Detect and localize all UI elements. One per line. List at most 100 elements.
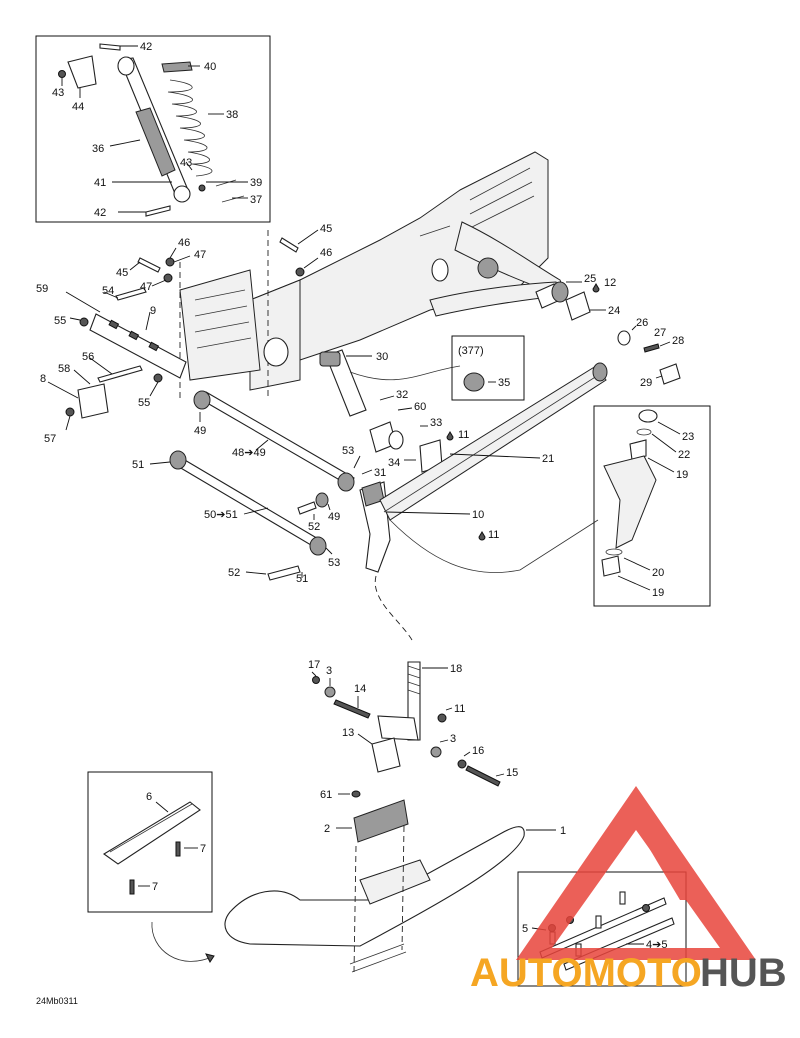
callout-19-top: 19 [676, 469, 688, 481]
ski-handle-6 [103, 801, 201, 865]
screw-7-upper [175, 841, 181, 857]
callout-54: 54 [102, 285, 114, 297]
callout-19-bottom: 19 [652, 587, 664, 599]
callout-15: 15 [506, 767, 518, 779]
bolt-42-top [99, 43, 121, 51]
callout-49-lower: 49 [328, 511, 340, 523]
callout-34: 34 [388, 457, 400, 469]
pin-37 [221, 195, 245, 203]
swing-arm-lower-line [389, 519, 599, 573]
watermark-text-automoto: AUTOMOTO [470, 951, 702, 995]
runner-nut-b [642, 904, 650, 912]
callout-53-lower: 53 [328, 557, 340, 569]
bolt-45-right [279, 237, 299, 253]
bolt-52-lower [267, 565, 301, 581]
figure-code: 24Mb0311 [36, 996, 78, 1006]
callout-46-right: 46 [320, 247, 332, 259]
shock-inset-box [35, 35, 271, 223]
nut-55-bottom [153, 373, 163, 383]
ski-1 [224, 826, 525, 947]
callout-47-b: 47 [140, 281, 152, 293]
callout-43-lower: 43 [180, 157, 192, 169]
callout-3-lower: 3 [450, 733, 456, 745]
shock-absorber-group [58, 43, 245, 217]
inset-arrow [151, 921, 215, 962]
callout-22: 22 [678, 449, 690, 461]
nut-55-top [79, 317, 89, 327]
engine-cradle [179, 269, 261, 381]
spindle-bushings [535, 281, 681, 385]
callout-37: 37 [250, 194, 262, 206]
clip-20 [605, 548, 623, 556]
screw-7-lower [129, 879, 135, 895]
radius-rods [169, 390, 355, 581]
shock-cylinder [135, 107, 176, 177]
callout-45-right: 45 [320, 223, 332, 235]
callout-10: 10 [472, 509, 484, 521]
bolt-42-bottom [145, 205, 171, 217]
shock-bottom-eye [173, 185, 191, 203]
bushing-49-lower [315, 492, 329, 508]
watermark-text-hub: HUB [700, 951, 787, 995]
callout-11-b: 11 [488, 529, 499, 541]
callout-57: 57 [44, 433, 56, 445]
callout-28: 28 [672, 335, 684, 347]
callout-3-upper: 3 [326, 665, 332, 677]
spindle-detail-box [593, 405, 711, 607]
callout-27: 27 [654, 327, 666, 339]
ski-mount-2 [353, 799, 409, 843]
lube-drop-12 [592, 283, 600, 293]
callout-7-upper: 7 [200, 843, 206, 855]
spindle-housing-detail [603, 455, 657, 549]
ski-leg-bushing-13 [371, 737, 401, 773]
a-arm-pivot [477, 257, 499, 279]
callout-42-top: 42 [140, 41, 152, 53]
callout-51-lower: 51 [296, 573, 308, 585]
nut-46-right [295, 267, 305, 277]
callout-16: 16 [472, 745, 484, 757]
bushing-49-mid [337, 472, 355, 492]
spindle-detail [601, 409, 658, 577]
washer-3-upper [324, 686, 336, 698]
handle-rib [109, 803, 193, 853]
callout-39: 39 [250, 177, 262, 189]
callout-60: 60 [414, 401, 426, 413]
callout-32: 32 [396, 389, 408, 401]
bushing-49-upper [193, 390, 211, 410]
bolt-45 [137, 257, 161, 273]
callout-48-to-49: 48➔49 [232, 447, 266, 459]
bolt-14 [333, 699, 371, 719]
callout-1: 1 [560, 825, 566, 837]
runner-stud-d [619, 891, 626, 905]
washer-39 [215, 179, 237, 187]
callout-29: 29 [640, 377, 652, 389]
callout-21: 21 [542, 453, 554, 465]
callout-9: 9 [150, 305, 156, 317]
lube-drop-11a [446, 431, 454, 441]
lower-radius-rod [173, 455, 321, 549]
ski-axis-right [401, 825, 405, 951]
callout-31: 31 [374, 467, 386, 479]
washer-16 [457, 759, 467, 769]
callout-46: 46 [178, 237, 190, 249]
callout-35: 35 [498, 377, 510, 389]
callout-40: 40 [204, 61, 216, 73]
tunnel-frame [249, 151, 549, 367]
frame-detail-lines [419, 167, 535, 237]
callout-45: 45 [116, 267, 128, 279]
callout-18: 18 [450, 663, 462, 675]
callout-8: 8 [40, 373, 46, 385]
callout-13: 13 [342, 727, 354, 739]
callout-41: 41 [94, 177, 106, 189]
nut-57 [65, 407, 75, 417]
bolt-52-upper [297, 501, 317, 515]
nut-17 [312, 676, 320, 684]
bushing-24 [565, 291, 591, 321]
callout-11-c: 11 [454, 703, 465, 715]
callout-55-bottom: 55 [138, 397, 150, 409]
upper-radius-rod [201, 391, 355, 487]
callout-12: 12 [604, 277, 616, 289]
seal-25 [551, 281, 569, 303]
plug-29 [659, 363, 681, 385]
